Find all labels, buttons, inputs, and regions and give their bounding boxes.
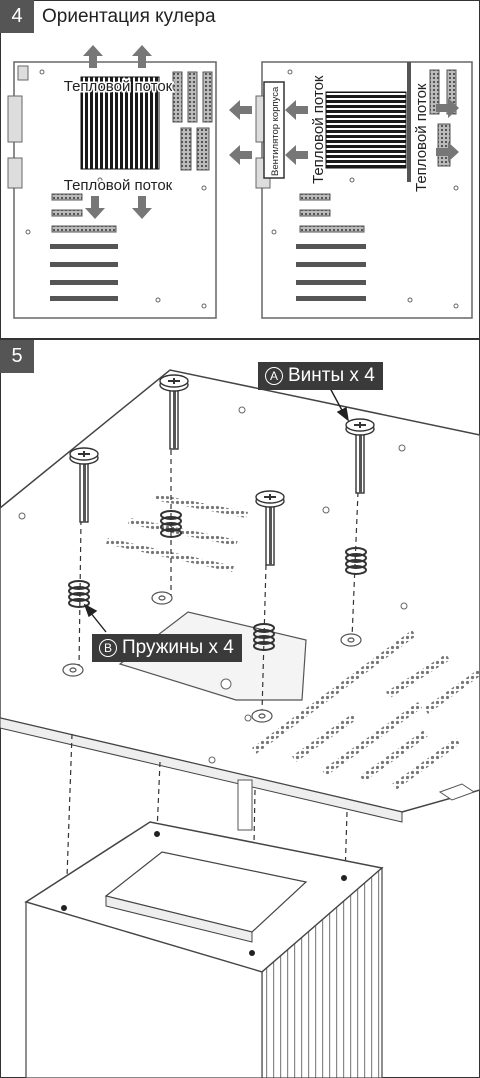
screw [69, 447, 99, 523]
springs-label: Пружины х 4 [122, 637, 234, 658]
heat-flow-label-bottom: Тепловой поток [64, 177, 173, 194]
spring [345, 547, 367, 575]
step-4-illustration: Тепловой поток Тепловой поток Вентилятор… [7, 45, 473, 319]
springs [68, 510, 367, 651]
cpu-heatsink [24, 821, 384, 1078]
screws-callout: A Винты х 4 [258, 362, 383, 390]
heatsink-right [325, 91, 407, 169]
spring [253, 623, 275, 651]
screws [69, 374, 375, 566]
callout-letter-a: A [265, 367, 283, 385]
screw [345, 418, 375, 494]
screws-label: Винты х 4 [288, 365, 375, 386]
spring [68, 580, 90, 608]
case-fan-box [263, 81, 285, 179]
heat-flow-label-right: Тепловой поток [413, 83, 430, 192]
case-fan-label: Вентилятор корпуса [270, 86, 281, 176]
step-4-number: 4 [0, 0, 34, 33]
motherboard-left [7, 45, 217, 319]
screw [255, 490, 285, 566]
motherboard-right [229, 61, 473, 319]
springs-callout: B Пружины х 4 [92, 634, 242, 662]
spring [160, 510, 182, 538]
heat-flow-label-top: Тепловой поток [64, 78, 173, 95]
heatsink-left [80, 76, 160, 170]
section-divider [0, 338, 480, 340]
callout-letter-b: B [99, 639, 117, 657]
heat-flow-label-left: Тепловой поток [310, 75, 327, 184]
screw [159, 374, 189, 450]
step-5-number: 5 [0, 340, 34, 373]
step-4-title: Ориентация кулера [42, 6, 216, 27]
